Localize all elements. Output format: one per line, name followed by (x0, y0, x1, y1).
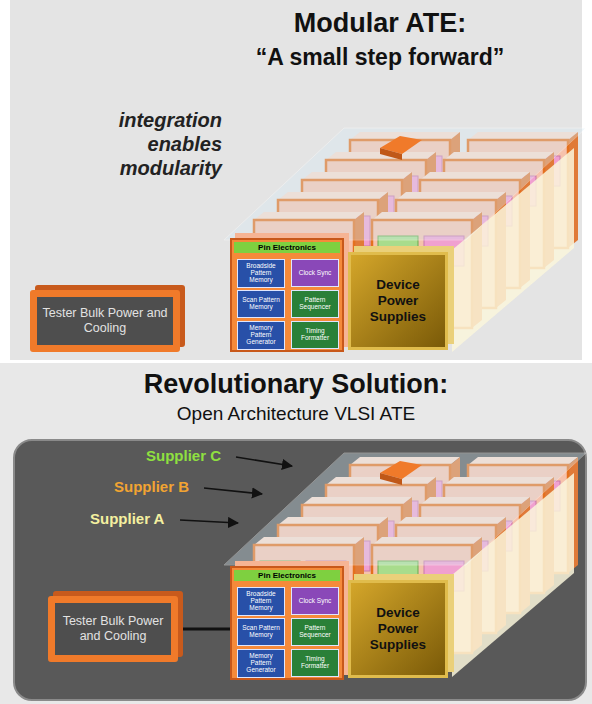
chassis (224, 128, 586, 352)
subheading: Open Architecture VLSI ATE (0, 403, 592, 426)
note: integration enables modularity (70, 108, 222, 180)
function-block: Scan Pattern Memory (237, 290, 285, 318)
supplier-label: Supplier B (114, 478, 204, 496)
leader-arrow (204, 488, 262, 494)
power-supply-box: Device Power Supplies (348, 252, 448, 350)
connector-block-face (380, 473, 402, 485)
node-label: Timing Formatter (294, 656, 336, 670)
chassis (224, 453, 586, 677)
node-label: Pattern Sequencer (294, 625, 336, 639)
node-label: Device Power Supplies (355, 605, 441, 654)
leader-group (180, 457, 292, 523)
function-block: Memory Pattern Generator (237, 321, 285, 350)
function-block: Pattern Sequencer (291, 618, 339, 646)
node-label: Scan Pattern Memory (240, 297, 282, 311)
heading: Revolutionary Solution: (0, 368, 592, 400)
node-label: Device Power Supplies (355, 277, 441, 326)
pin-electronics-card: Pin ElectronicsBroadside Pattern Memory C… (230, 566, 344, 680)
node-label: Tester Bulk Power and Cooling (59, 614, 167, 644)
node-label: Timing Formatter (294, 328, 336, 342)
function-block: Broadside Pattern Memory (237, 587, 285, 616)
function-block: Memory Pattern Generator (237, 649, 285, 678)
pin-electronics-card: Pin ElectronicsBroadside Pattern Memory C… (230, 238, 344, 352)
card-header: Pin Electronics (234, 242, 340, 253)
function-block: Timing Formatter (291, 649, 339, 677)
power-cooling-box: Tester Bulk Power and Cooling (30, 290, 180, 352)
node-label: Scan Pattern Memory (240, 625, 282, 639)
title: Modular ATE: (200, 8, 560, 39)
function-block: Clock Sync (291, 587, 339, 615)
node-label: Memory Pattern Generator (240, 325, 282, 345)
bottom-ground (0, 363, 592, 704)
card-header: Pin Electronics (234, 570, 340, 581)
top-plane (224, 128, 586, 240)
function-block: Timing Formatter (291, 321, 339, 349)
dark-panel (14, 440, 586, 700)
node-label: Broadside Pattern Memory (240, 591, 282, 611)
connector-block-face (380, 148, 402, 160)
node-label: Clock Sync (299, 270, 332, 277)
node-label: Memory Pattern Generator (240, 653, 282, 673)
function-block: Clock Sync (291, 259, 339, 287)
node-label: Clock Sync (299, 598, 332, 605)
supplier-label: Supplier A (90, 510, 180, 528)
function-block: Scan Pattern Memory (237, 618, 285, 646)
leader-arrow (236, 457, 292, 466)
node-label: Broadside Pattern Memory (240, 263, 282, 283)
function-block: Broadside Pattern Memory (237, 259, 285, 288)
top-plane (224, 453, 586, 565)
node-label: Tester Bulk Power and Cooling (41, 306, 169, 336)
power-cooling-box: Tester Bulk Power and Cooling (48, 596, 178, 662)
leader-arrow (180, 520, 238, 523)
subtitle: “A small step forward” (180, 44, 580, 72)
power-supply-box: Device Power Supplies (348, 580, 448, 678)
cable (178, 628, 230, 631)
function-block: Pattern Sequencer (291, 290, 339, 318)
node-label: Pattern Sequencer (294, 297, 336, 311)
supplier-label: Supplier C (146, 447, 236, 465)
